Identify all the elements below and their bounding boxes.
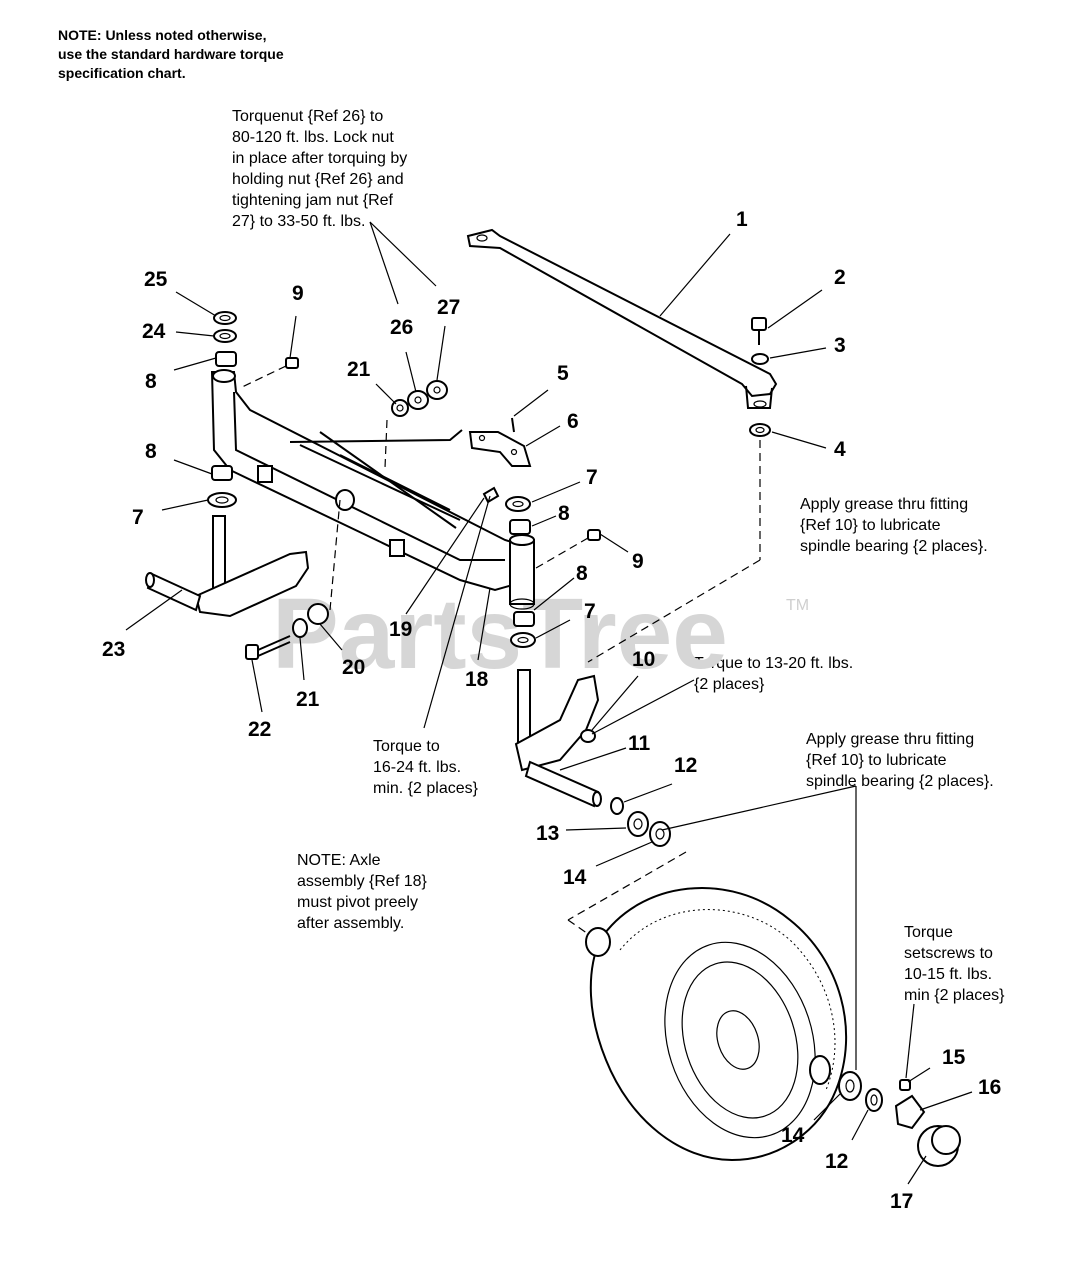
label-part-5: 5 — [557, 362, 569, 385]
label-part-27: 27 — [437, 296, 460, 319]
collar-16 — [894, 1094, 926, 1130]
hardware-torque-note: NOTE: Unless noted otherwise, use the st… — [58, 27, 284, 81]
label-part-12-upper: 12 — [674, 754, 697, 777]
label-part-7-right-upper: 7 — [586, 466, 598, 489]
label-part-7-right-lower: 7 — [584, 600, 596, 623]
pin-5 — [511, 417, 515, 433]
label-part-2: 2 — [834, 266, 846, 289]
label-part-4: 4 — [834, 438, 846, 461]
jam-nut-27 — [426, 380, 448, 400]
washer-12-lower — [865, 1088, 883, 1112]
label-part-14-lower: 14 — [781, 1124, 805, 1147]
torque-13-20-note: Torque to 13-20 ft. lbs. {2 places} — [694, 655, 854, 693]
grease-fitting-19 — [482, 486, 500, 504]
setscrew-15 — [899, 1079, 911, 1091]
label-part-21-lower: 21 — [296, 688, 320, 711]
label-part-18: 18 — [465, 668, 489, 691]
washer-7-right-upper — [505, 496, 531, 512]
spindle-tube — [509, 534, 535, 610]
spindle-23 — [145, 515, 310, 618]
label-part-22: 22 — [248, 718, 271, 741]
label-part-10: 10 — [632, 648, 655, 671]
label-part-19: 19 — [389, 618, 412, 641]
washer-21-lower — [292, 618, 308, 638]
label-part-21-upper: 21 — [347, 358, 371, 381]
bolt-22 — [245, 635, 291, 660]
bushing-8-right-upper — [509, 519, 531, 535]
label-part-8-upper-left: 8 — [145, 370, 157, 393]
washer-4 — [749, 423, 771, 437]
label-part-20: 20 — [342, 656, 365, 679]
label-part-23: 23 — [102, 638, 125, 661]
grease-fitting-9-right — [535, 529, 601, 569]
bushing-8-lower-left — [211, 465, 233, 481]
washer-7-right-lower — [510, 632, 536, 648]
label-part-7-left: 7 — [132, 506, 144, 529]
bushing-20 — [307, 603, 329, 625]
label-part-15: 15 — [942, 1046, 966, 1069]
label-part-1: 1 — [736, 208, 748, 231]
torquenut-note: Torquenut {Ref 26} to 80-120 ft. lbs. Lo… — [232, 108, 408, 230]
label-part-26: 26 — [390, 316, 413, 339]
watermark-tm: TM — [786, 597, 809, 614]
washer-7-left — [207, 492, 237, 508]
torque-16-24-note: Torque to 16-24 ft. lbs. min. {2 places} — [373, 738, 478, 797]
washer-3 — [751, 353, 769, 365]
label-part-3: 3 — [834, 334, 846, 357]
seal-13 — [627, 811, 649, 837]
label-part-24: 24 — [142, 320, 166, 343]
bracket-6 — [468, 431, 532, 467]
bushing-8-upper-left — [215, 351, 237, 367]
label-part-13: 13 — [536, 822, 559, 845]
label-part-8-lower-left: 8 — [145, 440, 157, 463]
label-part-16: 16 — [978, 1076, 1001, 1099]
label-part-8-right-upper: 8 — [558, 502, 570, 525]
bearing-14-lower — [838, 1071, 862, 1101]
nut-25 — [213, 311, 237, 325]
axle-assembly — [210, 369, 534, 592]
part-number-labels: 1 2 3 4 5 6 7 8 9 8 7 10 11 12 13 14 25 … — [102, 208, 1001, 1213]
grease-note-lower: Apply grease thru fitting {Ref 10} to lu… — [806, 731, 994, 790]
tie-rod — [466, 228, 778, 409]
label-part-12-lower: 12 — [825, 1150, 848, 1173]
bearing-left-of-wheel — [809, 1055, 831, 1085]
washer-24 — [213, 329, 237, 343]
nut-26 — [407, 390, 429, 410]
setscrew-torque-note: Torque setscrews to 10-15 ft. lbs. min {… — [904, 924, 1005, 1004]
label-part-8-right-lower: 8 — [576, 562, 588, 585]
label-part-14-upper: 14 — [563, 866, 587, 889]
leader-lines — [125, 221, 973, 1185]
axle-pivot-note: NOTE: Axle assembly {Ref 18} must pivot … — [297, 852, 427, 932]
label-part-6: 6 — [567, 410, 579, 433]
label-part-25: 25 — [144, 268, 168, 291]
label-part-9-left: 9 — [292, 282, 304, 305]
bushing-8-right-lower — [513, 611, 535, 627]
bearing-14-upper — [649, 821, 671, 847]
washer-12-upper — [610, 797, 624, 815]
spindle-11 — [514, 669, 602, 808]
wheel-tire — [585, 886, 848, 1162]
label-part-17: 17 — [890, 1190, 913, 1213]
watermark-text: PartsTree — [272, 578, 728, 690]
label-part-9-right: 9 — [632, 550, 644, 573]
label-part-11: 11 — [628, 732, 651, 755]
grease-fitting-9-left — [239, 357, 299, 389]
bolt-2 — [751, 317, 767, 345]
cap-17 — [917, 1125, 961, 1167]
grease-note-upper: Apply grease thru fitting {Ref 10} to lu… — [800, 496, 988, 555]
